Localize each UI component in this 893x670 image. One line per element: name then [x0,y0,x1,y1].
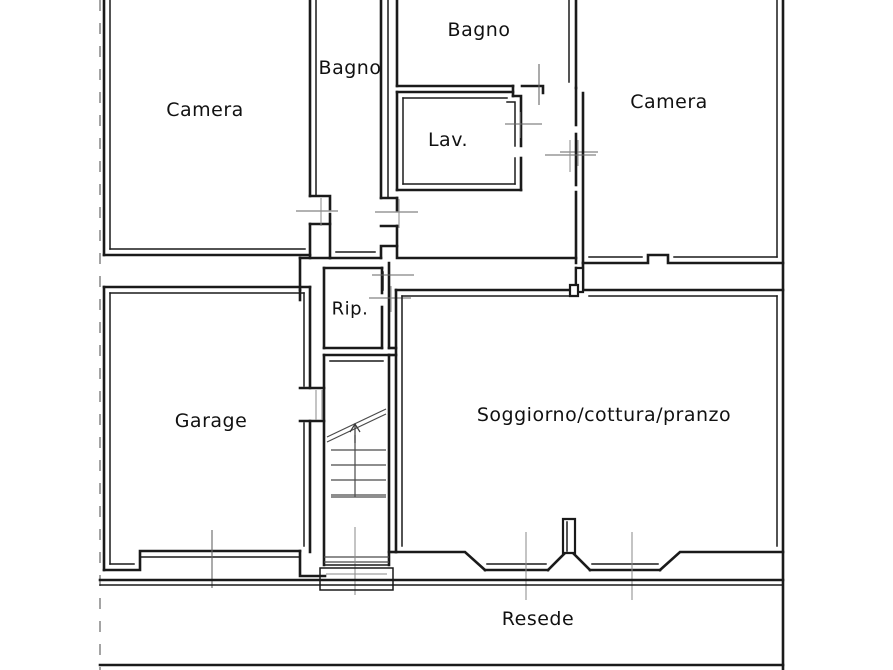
room-outline-ripostiglio [322,261,414,350]
misc-wall-details [298,288,398,566]
room-outline-camera-left [102,0,317,257]
area-resede [98,578,785,667]
room-outline-soggiorno [394,266,785,600]
staircase [319,353,394,595]
room-outline-lavanderia [395,90,598,192]
room-outline-bagno-left [296,0,389,260]
room-outline-garage [102,285,327,588]
corridor-walls [298,196,578,292]
